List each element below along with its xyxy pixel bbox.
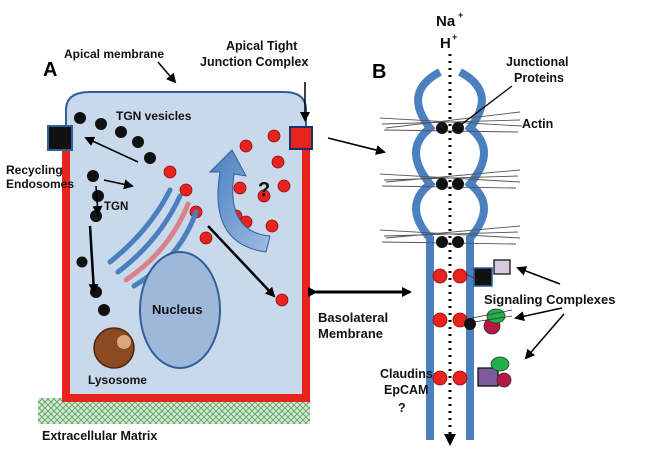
junction-proteins-dots (436, 122, 464, 248)
recycling-label-1: Recycling (6, 163, 63, 177)
panel-b-letter: B (372, 61, 386, 83)
basolateral-label-2: Membrane (318, 326, 383, 341)
recycling-endosome-square (47, 125, 73, 151)
panel-a-question: ? (258, 179, 270, 201)
lysosome-inner (117, 335, 131, 349)
h-sup: + (452, 32, 457, 42)
na-sup: + (458, 10, 463, 20)
signaling-arrows (514, 266, 565, 360)
ecm-label: Extracellular Matrix (42, 429, 157, 443)
basolateral-membrane-red (62, 142, 310, 402)
nucleus (139, 251, 221, 369)
apical-membrane-pointer (157, 61, 177, 84)
panel-a-arrows (84, 136, 386, 298)
basolateral-label-1: Basolateral (318, 310, 388, 325)
lysosome (93, 327, 135, 369)
left-membrane-strand (412, 68, 443, 440)
extracellular-matrix-band (38, 398, 310, 424)
tgn-label: TGN (104, 201, 128, 213)
nucleus-label: Nucleus (152, 302, 203, 317)
ion-path-arrowhead (444, 434, 456, 446)
claudin-dots (432, 268, 468, 386)
panel-b-question: ? (398, 401, 406, 415)
h-label: H (440, 35, 451, 52)
lysosome-label: Lysosome (88, 373, 147, 387)
signaling-complex-1 (465, 259, 511, 287)
tight-junction-label-2: Junction Complex (200, 55, 308, 69)
apical-membrane-label: Apical membrane (64, 47, 164, 61)
signaling-label: Signaling Complexes (484, 292, 615, 307)
junctional-pointer (461, 85, 513, 125)
panel-a-letter: A (43, 59, 57, 81)
junctional-label-2: Proteins (514, 71, 564, 85)
actin-label: Actin (522, 117, 553, 131)
cell-body (65, 91, 307, 399)
signaling-complex-3 (477, 356, 512, 388)
junctional-label-1: Junctional (506, 55, 569, 69)
claudins-label: Claudins (380, 367, 433, 381)
tight-junction-square (289, 126, 313, 150)
tgn-vesicles-label: TGN vesicles (116, 109, 192, 123)
right-membrane-strand (457, 68, 488, 440)
epcam-label: EpCAM (384, 383, 428, 397)
curved-recycling-arrow (208, 149, 271, 253)
recycling-label-2: Endosomes (6, 177, 74, 191)
signaling-complex-2 (464, 308, 513, 335)
na-label: Na (436, 13, 456, 30)
tight-junction-label-1: Apical Tight (226, 39, 298, 53)
